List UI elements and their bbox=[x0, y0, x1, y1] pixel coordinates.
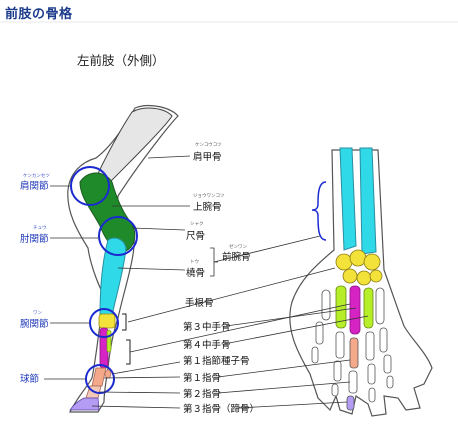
metacarpal-3-label: 第３中手骨 bbox=[183, 321, 231, 333]
ulna-ruby: シャク bbox=[190, 221, 204, 227]
humerus-label: 上腕骨 bbox=[193, 201, 222, 213]
coffin-bone-label: 第３指骨（蹄骨） bbox=[183, 403, 259, 415]
shoulder-joint-label: 肩関節 bbox=[20, 180, 49, 192]
scapula-ruby: ケンコウコツ bbox=[195, 141, 222, 148]
metacarpal-5-hand bbox=[375, 287, 385, 325]
radius-bone bbox=[99, 237, 127, 317]
radius-ruby: トウ bbox=[190, 258, 199, 265]
forearm-bones-ruby: ゼンワン bbox=[229, 243, 247, 250]
ulna-label: 尺骨 bbox=[186, 231, 205, 242]
phalanges bbox=[311, 321, 394, 411]
carpal-bracket bbox=[122, 313, 127, 331]
elbow-joint-circle bbox=[98, 216, 138, 256]
second-phalanx-label: 第２指骨 bbox=[183, 388, 221, 400]
page-title: 前肢の骨格 bbox=[5, 7, 73, 22]
hand-skeleton bbox=[289, 147, 433, 417]
elbow-joint-label: 肘関節 bbox=[20, 233, 49, 245]
first-phalanx-bone bbox=[91, 367, 107, 387]
metacarpal-4-hand bbox=[363, 287, 374, 329]
carpal-cluster bbox=[335, 249, 383, 286]
leader-lines bbox=[44, 155, 369, 409]
carpal-bones bbox=[98, 313, 116, 329]
leg-outline bbox=[67, 104, 179, 413]
fetlock-joint-label: 球節 bbox=[20, 373, 40, 385]
metacarpal-1-hand bbox=[321, 289, 331, 321]
sesamoid-label: 第１指節種子骨 bbox=[183, 355, 250, 367]
radius-bone-hand bbox=[359, 147, 377, 255]
shoulder-joint-ruby: ケンカンセツ bbox=[23, 172, 50, 179]
bone-labels: ケンコウコツ 肩甲骨 ジョウワンコツ 上腕骨 シャク 尺骨 トウ 橈骨 ゼンワン… bbox=[183, 141, 259, 415]
carpal-joint-label: 腕関節 bbox=[20, 318, 49, 330]
lateral-forelimb bbox=[67, 104, 179, 413]
carpal-joint-ruby: ワン bbox=[33, 310, 42, 316]
humerus-bone bbox=[79, 172, 136, 253]
figure-subtitle: 左前肢（外側） bbox=[77, 53, 165, 68]
arm-outline bbox=[289, 149, 433, 417]
carpal-bones-label: 手根骨 bbox=[185, 297, 214, 309]
joint-labels: ケンカンセツ 肩関節 チュウ 肘関節 ワン 腕関節 球節 bbox=[20, 172, 50, 385]
metacarpal-4-bone bbox=[106, 329, 112, 353]
sesamoid-bone bbox=[104, 369, 112, 379]
first-phalanx-label: 第１指骨 bbox=[183, 372, 221, 384]
forearm-bones-label: 前腕骨 bbox=[222, 251, 251, 263]
elbow-joint-ruby: チュウ bbox=[33, 224, 47, 231]
metacarpal-bracket bbox=[126, 339, 131, 365]
metacarpal-4-label: 第４中手骨 bbox=[183, 339, 231, 351]
ulna-bone bbox=[339, 147, 357, 251]
humerus-ruby: ジョウワンコツ bbox=[193, 192, 225, 199]
metacarpal-3-hand bbox=[349, 285, 361, 335]
radius-label: 橈骨 bbox=[186, 267, 205, 279]
scapula-bone bbox=[95, 107, 173, 185]
coffin-bone bbox=[69, 397, 100, 411]
shoulder-joint-circle bbox=[70, 166, 110, 206]
scapula-label: 肩甲骨 bbox=[193, 151, 222, 163]
forearm-brace bbox=[311, 181, 327, 241]
